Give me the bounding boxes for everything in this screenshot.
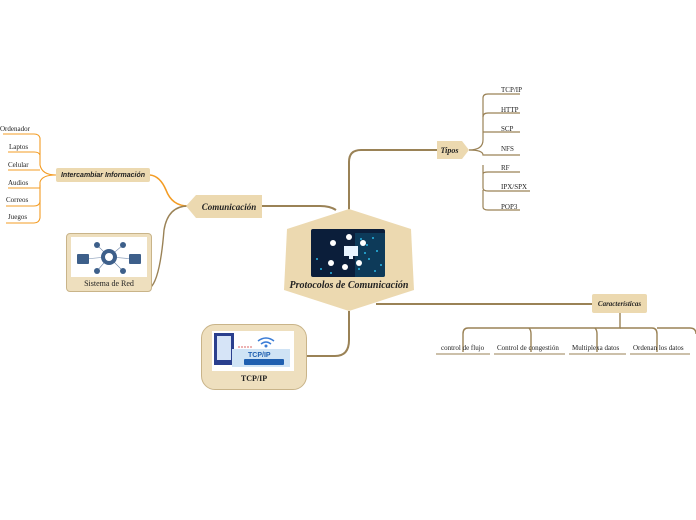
leaf-multiplexa-datos[interactable]: Multiplexa datos xyxy=(572,344,620,352)
comunicacion-node-shape xyxy=(186,195,262,218)
leaf-rf[interactable]: RF xyxy=(501,164,510,172)
intercambiar-node-shape xyxy=(56,168,150,182)
connector-comunicacion xyxy=(262,205,337,211)
leaf-pop3[interactable]: POP3 xyxy=(501,203,518,211)
leaf-ordenan-los-datos[interactable]: Ordenan los datos xyxy=(633,344,684,352)
connector-intercambiar xyxy=(149,174,189,207)
leaf-ordenador[interactable]: Ordenador xyxy=(0,125,30,133)
intercambiar-informacion-node[interactable]: Intercambiar Información xyxy=(60,171,146,179)
leaf-tcpip[interactable]: TCP/IP xyxy=(501,86,523,94)
leaf-nfs[interactable]: NFS xyxy=(501,145,514,153)
wifi-router-image: TCP/IP xyxy=(212,331,294,371)
leaf-control-de-flujo[interactable]: control de flujo xyxy=(441,344,485,352)
caracteristicas-connectors xyxy=(462,313,696,352)
leaf-control-de-congestion[interactable]: Control de congestión xyxy=(497,344,559,352)
connector-sistema-red xyxy=(149,205,189,289)
intercambiar-connectors xyxy=(3,133,57,224)
tcpip-image-text: TCP/IP xyxy=(248,352,271,359)
central-topic[interactable]: Protocolos de Comunicación xyxy=(284,209,414,311)
tipos-node-shape xyxy=(437,141,469,159)
network-devices-image xyxy=(311,229,385,277)
leaf-ipxspx[interactable]: IPX/SPX xyxy=(501,183,528,191)
connector-tipos xyxy=(348,149,437,210)
comunicacion-node[interactable]: Comunicación xyxy=(201,201,257,212)
caracteristicas-node[interactable]: Características xyxy=(597,299,642,308)
tcpip-card-label: TCP/IP xyxy=(240,374,268,383)
connector-tcpip xyxy=(305,311,350,357)
tcpip-card[interactable]: TCP/IP TCP/IP xyxy=(201,324,307,390)
leaf-correos[interactable]: Correos xyxy=(6,196,29,204)
leaf-audios[interactable]: Audios xyxy=(8,179,29,187)
leaf-juegos[interactable]: Juegos xyxy=(8,213,28,221)
sistema-de-red-card[interactable]: Sistema de Red xyxy=(66,233,152,292)
central-topic-title: Protocolos de Comunicación xyxy=(289,280,409,291)
leaf-celular[interactable]: Celular xyxy=(8,161,29,169)
caracteristicas-node-shape xyxy=(592,294,647,313)
sistema-de-red-label: Sistema de Red xyxy=(84,279,134,288)
leaf-laptos[interactable]: Laptos xyxy=(9,143,29,151)
leaf-http[interactable]: HTTP xyxy=(501,106,519,114)
tipos-connectors xyxy=(468,93,530,211)
leaf-scp[interactable]: SCP xyxy=(501,125,514,133)
network-diagram-image xyxy=(71,237,147,277)
tipos-node[interactable]: Tipos xyxy=(440,145,459,155)
